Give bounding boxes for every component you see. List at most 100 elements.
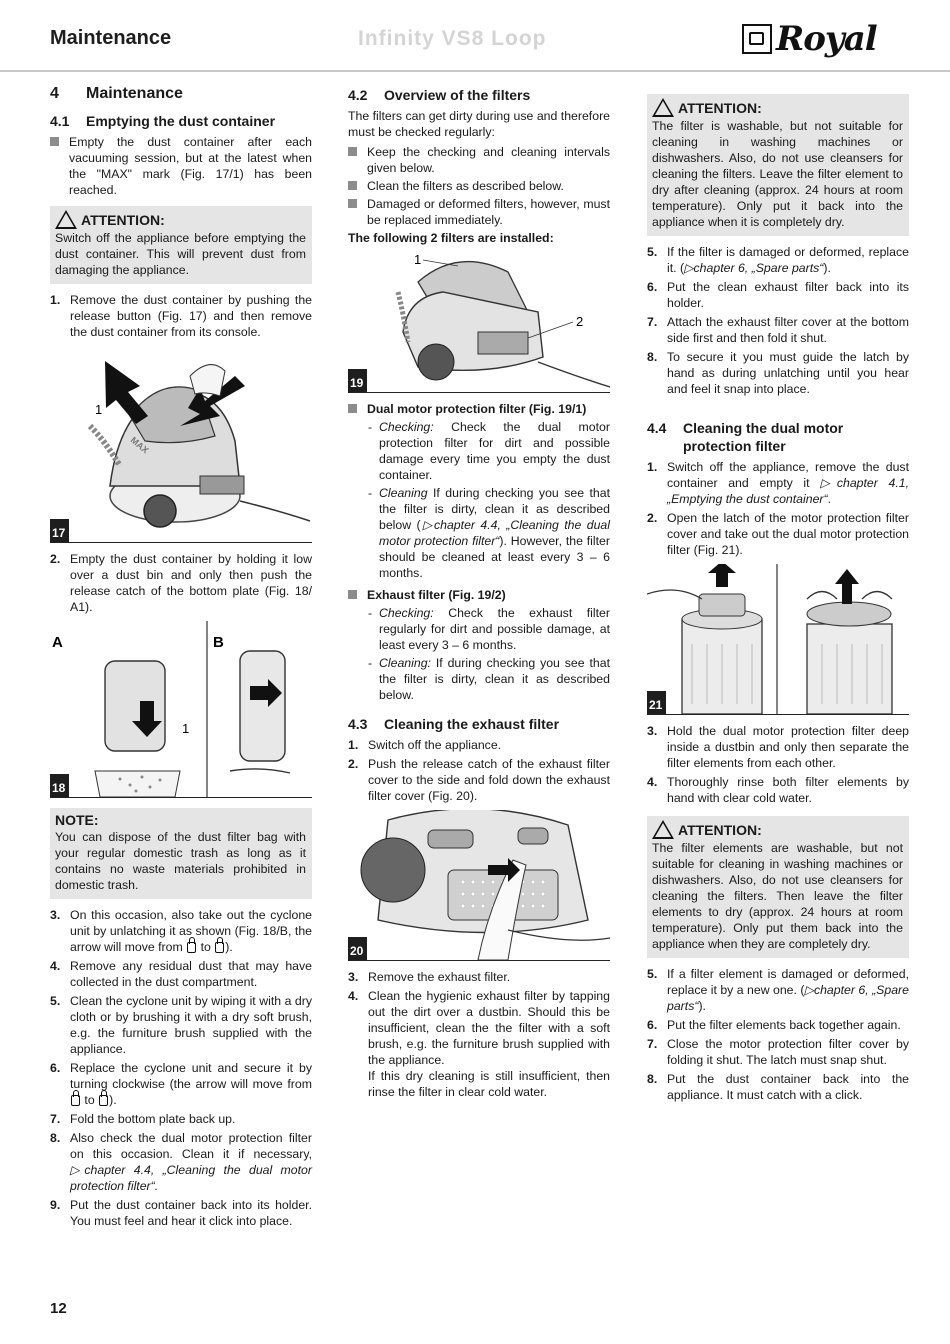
step-text-part: to [84, 1093, 95, 1107]
step-text: Hold the dual motor protection filter de… [667, 724, 909, 770]
figure-number: 18 [50, 774, 70, 797]
step-3: 3. On this occasion, also take out the cy… [50, 907, 312, 955]
attention-label: ATTENTION: [81, 211, 165, 228]
attention-box: ATTENTION: The filter is washable, but n… [647, 94, 909, 236]
step-text: Switch off the appliance, remove the dus… [667, 460, 909, 490]
brand-wordmark: Royal [776, 19, 878, 59]
step-number: 7. [50, 1112, 61, 1126]
attention-title: ATTENTION: [55, 210, 306, 229]
crest-icon [742, 24, 772, 54]
figure-number: 20 [348, 937, 368, 960]
dash-marker: - [368, 606, 373, 620]
bullet-item: Empty the dust container after each vacu… [50, 134, 312, 198]
attention-title: ATTENTION: [652, 98, 903, 117]
step-6: 6.Put the filter elements back together … [647, 1017, 909, 1033]
sub-text: If during checking you see that the filt… [379, 656, 610, 702]
step-text: Put the clean exhaust filter back into i… [667, 280, 909, 310]
step-text: Close the motor protection filter cover … [667, 1037, 909, 1067]
step-number: 6. [647, 1018, 658, 1032]
step-number: 6. [647, 280, 658, 294]
installed-filters-heading: The following 2 filters are installed: [348, 231, 554, 245]
step-number: 6. [50, 1061, 61, 1075]
step-text: . [827, 492, 832, 506]
attention-label: ATTENTION: [678, 99, 762, 116]
warning-triangle-icon [55, 210, 77, 229]
sub-text: Check the exhaust filter regularly for d… [379, 606, 610, 652]
step-number: 1. [50, 293, 61, 307]
attention-text: The filter elements are washable, but no… [652, 841, 903, 951]
chapter-reference[interactable]: ▷chapter 6, „Spare parts“ [667, 983, 909, 1013]
attention-text: The filter is washable, but not suitable… [652, 119, 903, 229]
chapter-reference[interactable]: ▷chapter 6, „Spare parts“ [684, 261, 824, 275]
bullet-text: Damaged or deformed filters, however, mu… [367, 197, 610, 227]
step-number: 3. [647, 724, 658, 738]
step-6: 6.Replace the cyclone unit and secure it… [50, 1060, 312, 1108]
step-number: 5. [647, 245, 658, 259]
step-7: 7.Close the motor protection filter cove… [647, 1036, 909, 1068]
bullet-text: Keep the checking and cleaning intervals… [367, 145, 610, 175]
filter-title: Dual motor protection filter (Fig. 19/1) [367, 402, 587, 416]
chapter-reference[interactable]: ▷chapter 4.4, „Cleaning the dual motor p… [379, 518, 610, 548]
page-number: 12 [50, 1300, 67, 1317]
step-3: 3. Hold the dual motor protection filter … [647, 723, 909, 771]
figure-19: 1 2 19 [348, 252, 610, 393]
bullet-text: Clean the filters as described below. [367, 179, 564, 193]
figure-callout-2: 2 [576, 314, 583, 329]
figure-number: 21 [647, 691, 667, 714]
step-number: 9. [50, 1198, 61, 1212]
step-text-part: ). [109, 1093, 117, 1107]
warning-triangle-icon [652, 98, 674, 117]
chapter-reference[interactable]: ▷chapter 4.1, „Emptying the dust contain… [667, 476, 909, 506]
bullet-item: Damaged or deformed filters, however, mu… [348, 196, 610, 228]
intro-text: The filters can get dirty during use and… [348, 109, 610, 139]
step-4: 4.Remove any residual dust that may have… [50, 958, 312, 990]
bullet-item: Clean the filters as described below. [348, 178, 610, 194]
heading-number: 4.2 [348, 87, 368, 103]
dash-marker: - [368, 486, 373, 500]
heading-number: 4 [50, 85, 59, 102]
figure-callout-1: 1 [414, 252, 421, 267]
attention-text: Switch off the appliance before emptying… [55, 231, 306, 277]
warning-triangle-icon [652, 820, 674, 839]
step-text: If this dry cleaning is still insufficie… [368, 1069, 610, 1099]
step-text: On this occasion, also take out the cycl… [70, 907, 312, 955]
bullet-square-icon [348, 147, 357, 156]
sub-text: If during checking you see that the filt… [379, 486, 611, 532]
step-text: Clean the hygienic exhaust filter by tap… [368, 989, 610, 1067]
figure-callout-1: 1 [182, 721, 189, 736]
step-text: Remove any residual dust that may have c… [70, 959, 312, 989]
step-text: Remove the exhaust filter. [368, 970, 511, 984]
header-product-name: Infinity VS8 Loop [358, 27, 547, 50]
step-number: 3. [50, 908, 61, 922]
heading-text: Overview of the filters [384, 87, 531, 103]
step-number: 2. [50, 552, 61, 566]
note-text: You can dispose of the dust filter bag w… [55, 830, 306, 892]
sub-label: Checking: [379, 420, 434, 434]
filter-cleaning: -Cleaning If during checking you see tha… [368, 485, 610, 581]
filter-item-2: Exhaust filter (Fig. 19/2) [348, 587, 610, 603]
figure-number: 17 [50, 519, 70, 542]
filters-overview-illustration: 1 2 [395, 252, 610, 388]
figure-callout-1: 1 [95, 402, 102, 417]
step-6: 6. Put the clean exhaust filter back into… [647, 279, 909, 311]
chapter-reference[interactable]: ▷chapter 4.4, „Cleaning the dual motor p… [70, 1163, 312, 1193]
step-7: 7.Attach the exhaust filter cover at the… [647, 314, 909, 346]
step-text-part: to [200, 940, 211, 954]
step-1: 1.Remove the dust container by pushing t… [50, 292, 312, 340]
exhaust-filter-illustration [360, 810, 610, 960]
step-text: Switch off the appliance. [368, 738, 502, 752]
step-number: 7. [647, 315, 658, 329]
brand-logo: Royal [742, 19, 878, 59]
filter-cleaning: -Cleaning: If during checking you see th… [368, 655, 610, 703]
step-5: 5.Clean the cyclone unit by wiping it wi… [50, 993, 312, 1057]
attention-box: ATTENTION: Switch off the appliance befo… [50, 206, 312, 284]
header-section-title: Maintenance [50, 27, 172, 49]
step-number: 1. [647, 460, 658, 474]
bullet-square-icon [348, 590, 357, 599]
figure-part-a: A [52, 634, 63, 651]
heading-4-2: 4.2 Overview of the filters [348, 86, 610, 104]
bullet-text: Empty the dust container after each vacu… [69, 135, 312, 197]
